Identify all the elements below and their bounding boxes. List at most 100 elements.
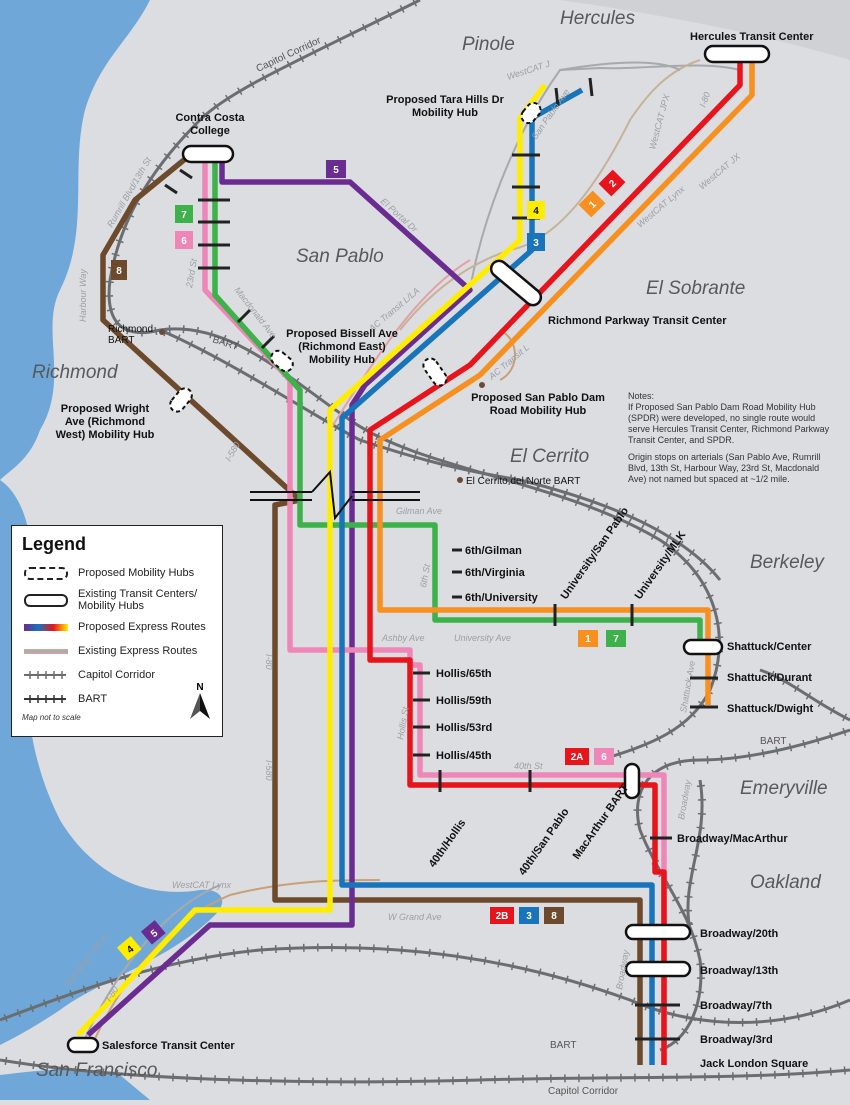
legend-item: Proposed Mobility Hubs xyxy=(22,561,212,585)
rail-label: BART xyxy=(760,736,787,747)
rail-tick xyxy=(817,1069,818,1077)
street-label: I-80 xyxy=(264,654,274,670)
city-label: Hercules xyxy=(560,8,635,29)
legend-title: Legend xyxy=(22,534,212,555)
broadway-13th-marker[interactable] xyxy=(626,962,690,976)
route-badge: 3 xyxy=(526,911,532,922)
rail-tick xyxy=(697,827,705,828)
rail-tick xyxy=(803,740,805,748)
street-label: Harbour Way xyxy=(78,269,88,322)
legend-label: Proposed Mobility Hubs xyxy=(78,567,194,579)
rail-tick xyxy=(797,1012,799,1020)
salesforce-marker[interactable] xyxy=(68,1038,98,1052)
rail-tick xyxy=(735,754,736,762)
hub-label: Hercules Transit Center xyxy=(690,31,814,43)
notes-paragraph: Origin stops on arterials (San Pablo Ave… xyxy=(628,452,838,485)
north-arrow: N xyxy=(190,682,210,722)
city-label: Pinole xyxy=(462,34,515,55)
rail-tick xyxy=(183,325,184,333)
rail-tick xyxy=(686,882,694,883)
legend-label: Existing Transit Centers/ Mobility Hubs xyxy=(78,588,212,612)
stop-label: 40th/San Pablo xyxy=(517,806,572,878)
rail-tick xyxy=(525,965,527,973)
hercules-transit-center-marker[interactable] xyxy=(705,46,769,62)
stop-label: Jack London Square xyxy=(700,1058,808,1070)
rail-tick xyxy=(262,946,263,954)
rail-tick xyxy=(686,1014,688,1022)
rail-tick xyxy=(770,1017,771,1025)
rail-label: BART xyxy=(550,1040,577,1051)
street-label: 6th St xyxy=(418,563,432,588)
rail-tick xyxy=(684,896,692,897)
contra-costa-college-marker[interactable] xyxy=(183,146,233,162)
legend-item: Existing Transit Centers/ Mobility Hubs xyxy=(22,585,212,615)
rail-tick xyxy=(689,868,697,870)
stop-label: Broadway/3rd xyxy=(700,1034,773,1046)
street-label: WestCAT Lynx xyxy=(172,880,232,890)
legend-item: Capitol Corridor xyxy=(22,663,212,687)
spdr-dot xyxy=(479,382,485,388)
rail-tick xyxy=(694,949,702,951)
rail-tick xyxy=(192,956,194,964)
hub-label: Proposed Bissell Ave (Richmond East) Mob… xyxy=(282,328,402,367)
hub-label: Richmond Parkway Transit Center xyxy=(548,315,727,327)
rail-tick xyxy=(401,946,402,954)
hub-label: Richmond BART xyxy=(108,324,142,346)
stop-label: Broadway/MacArthur xyxy=(677,833,788,845)
rail-label: BART xyxy=(211,334,240,353)
legend-item: Existing Express Routes xyxy=(22,639,212,663)
legend-label: BART xyxy=(78,693,107,705)
north-arrow-icon xyxy=(190,693,210,719)
route-badge: 5 xyxy=(333,165,339,176)
street-label: University Ave xyxy=(454,633,511,643)
rail-tick xyxy=(811,1009,813,1017)
rail-tick xyxy=(697,785,705,786)
rail-tick xyxy=(635,823,643,824)
stop-label: Hollis/59th xyxy=(436,695,492,707)
rail-tick xyxy=(234,949,235,957)
legend-label: Capitol Corridor xyxy=(78,669,155,681)
shattuck-center-marker[interactable] xyxy=(684,640,722,654)
legend-item: BART xyxy=(22,687,212,711)
city-label: El Cerrito xyxy=(510,446,589,467)
capitol-corridor-icon xyxy=(22,668,70,682)
stop-label: Broadway/7th xyxy=(700,1000,772,1012)
street-label: Shattuck Ave xyxy=(678,660,697,713)
rail-tick xyxy=(672,1011,674,1019)
hub-label: Proposed Tara Hills Dr Mobility Hub xyxy=(385,94,505,120)
rail-tick xyxy=(220,951,221,959)
rail-tick xyxy=(679,758,681,766)
rail-tick xyxy=(178,959,180,967)
street-label: WestCAT JX xyxy=(697,151,743,192)
rail-tick xyxy=(112,254,120,256)
hub-label: Contra Costa College xyxy=(160,112,260,138)
stop-label: Broadway/13th xyxy=(700,965,779,977)
rail-tick xyxy=(427,457,429,465)
street-label: 23rd St xyxy=(184,258,199,290)
rail-tick xyxy=(692,855,700,857)
street-label: Ashby Ave xyxy=(381,633,425,643)
city-label: San Francisco xyxy=(36,1060,157,1081)
rail-tick xyxy=(429,949,430,957)
rail-label: Capitol Corridor xyxy=(255,35,324,75)
rail-tick xyxy=(784,1015,785,1023)
dashed-hub-icon xyxy=(22,566,70,580)
broadway-20th-marker[interactable] xyxy=(626,925,690,939)
street-label: WestCAT J xyxy=(506,58,552,81)
street-label: W Grand Ave xyxy=(388,912,442,922)
rail-tick xyxy=(721,755,722,763)
rail-tick xyxy=(566,976,568,984)
stop-label: Hollis/53rd xyxy=(436,722,492,734)
street-label: WestCAT JPX xyxy=(647,92,672,150)
rail-tick xyxy=(714,623,722,624)
street-label: I-80 xyxy=(697,91,712,109)
route-badge: 6 xyxy=(181,236,187,247)
notes-title: Notes: xyxy=(628,391,838,402)
rail-tick xyxy=(415,947,416,955)
solid-hub-icon xyxy=(22,593,70,607)
street-label: I-580 xyxy=(264,760,274,781)
route-badge: 2B xyxy=(496,911,509,922)
hub-label: Proposed San Pablo Dam Road Mobility Hub xyxy=(458,392,618,418)
stop-label: Hollis/65th xyxy=(436,668,492,680)
